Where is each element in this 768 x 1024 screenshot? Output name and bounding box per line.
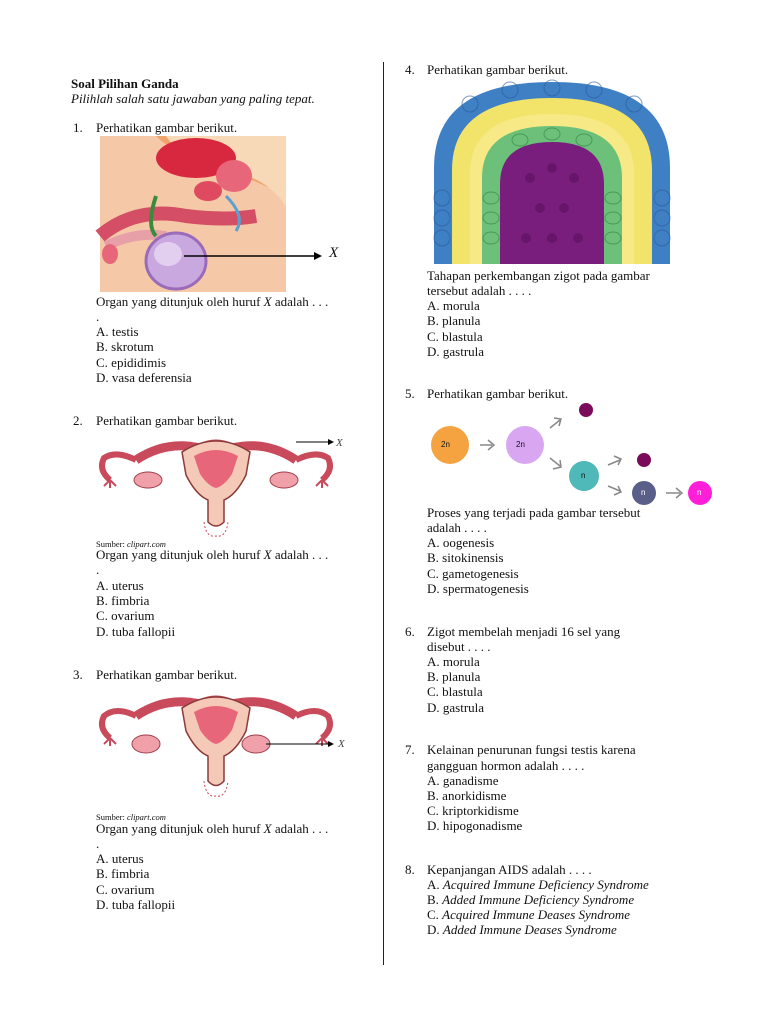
blastula-figure — [433, 79, 671, 264]
q4-option-a[interactable]: A. morula — [427, 298, 480, 313]
q2-source: Sumber: clipart.com — [96, 537, 166, 552]
q3-stem: Perhatikan gambar berikut. — [96, 667, 238, 682]
q2-source-prefix: Sumber: — [96, 539, 125, 549]
q8-option-c-text: Acquired Immune Deases Syndrome — [442, 907, 631, 922]
instruction: Pilihlah salah satu jawaban yang paling … — [71, 91, 315, 106]
q1-figure-label: X — [329, 245, 339, 261]
q6-question-line1: Zigot membelah menjadi 16 sel yang — [427, 624, 621, 639]
q7-option-d[interactable]: D. hipogonadisme — [427, 818, 523, 833]
q7-number: 7. — [405, 742, 415, 757]
cell-division-figure — [431, 403, 712, 505]
q7-option-b[interactable]: B. anorkidisme — [427, 788, 507, 803]
q5-option-c[interactable]: C. gametogenesis — [427, 566, 519, 581]
q1-followup-text-2: adalah . . . — [274, 294, 329, 309]
q3-option-c[interactable]: C. ovarium — [96, 882, 155, 897]
q5-option-d[interactable]: D. spermatogenesis — [427, 581, 529, 596]
q3-figure-label: X — [338, 738, 345, 750]
q6-option-a[interactable]: A. morula — [427, 654, 480, 669]
q8-option-d-letter: D. — [427, 922, 440, 937]
q1-followup-x: X — [263, 294, 272, 309]
female-reproductive-figure-q3 — [99, 695, 334, 797]
q1-option-b[interactable]: B. skrotum — [96, 339, 154, 354]
q8-option-b-letter: B. — [427, 892, 439, 907]
female-reproductive-figure-q2 — [99, 439, 334, 537]
q2-figure-label: X — [336, 437, 343, 449]
q4-option-d[interactable]: D. gastrula — [427, 344, 485, 359]
q5-option-a[interactable]: A. oogenesis — [427, 535, 495, 550]
q5-cell-label-3: n — [581, 471, 586, 480]
q8-question-line1: Kepanjangan AIDS adalah . . . . — [427, 862, 592, 877]
q1-option-a[interactable]: A. testis — [96, 324, 139, 339]
male-reproductive-figure — [95, 136, 322, 292]
q2-followup-text: Organ yang ditunjuk oleh huruf — [96, 547, 261, 562]
q2-number: 2. — [73, 413, 83, 428]
q2-followup-text-2: adalah . . . — [274, 547, 329, 562]
q7-option-c[interactable]: C. kriptorkidisme — [427, 803, 519, 818]
q7-question-line2: gangguan hormon adalah . . . . — [427, 758, 585, 773]
q6-option-c[interactable]: C. blastula — [427, 684, 483, 699]
q3-source-prefix: Sumber: — [96, 812, 125, 822]
q8-option-c[interactable]: C. Acquired Immune Deases Syndrome — [427, 907, 630, 922]
q5-cell-label-2: 2n — [516, 440, 525, 449]
q1-number: 1. — [73, 120, 83, 135]
q2-followup-x: X — [263, 547, 272, 562]
q4-option-c[interactable]: C. blastula — [427, 329, 483, 344]
q3-option-b[interactable]: B. fimbria — [96, 866, 150, 881]
q2-followup: Organ yang ditunjuk oleh huruf X adalah … — [96, 547, 328, 562]
q3-option-a[interactable]: A. uterus — [96, 851, 144, 866]
q6-question-line2: disebut . . . . — [427, 639, 491, 654]
column-divider — [383, 62, 384, 965]
q8-option-c-letter: C. — [427, 907, 439, 922]
q8-number: 8. — [405, 862, 415, 877]
q5-number: 5. — [405, 386, 415, 401]
q2-option-d[interactable]: D. tuba fallopii — [96, 624, 176, 639]
q5-option-b[interactable]: B. sitokinensis — [427, 550, 504, 565]
q1-followup: Organ yang ditunjuk oleh huruf X adalah … — [96, 294, 328, 309]
q4-question-line2: tersebut adalah . . . . — [427, 283, 532, 298]
q7-question-line1: Kelainan penurunan fungsi testis karena — [427, 742, 636, 757]
q2-option-b[interactable]: B. fimbria — [96, 593, 150, 608]
q8-option-d[interactable]: D. Added Immune Deases Syndrome — [427, 922, 617, 937]
q2-option-c[interactable]: C. ovarium — [96, 608, 155, 623]
q3-source: Sumber: clipart.com — [96, 810, 166, 825]
q1-followup-text: Organ yang ditunjuk oleh huruf — [96, 294, 261, 309]
q4-number: 4. — [405, 62, 415, 77]
q3-option-d[interactable]: D. tuba fallopii — [96, 897, 176, 912]
q6-option-d[interactable]: D. gastrula — [427, 700, 485, 715]
q4-question-line1: Tahapan perkembangan zigot pada gambar — [427, 268, 650, 283]
q5-cell-label-5: n — [697, 488, 702, 497]
q8-option-d-text: Added Immune Deases Syndrome — [442, 922, 617, 937]
q1-stem: Perhatikan gambar berikut. — [96, 120, 238, 135]
q4-option-b[interactable]: B. planula — [427, 313, 481, 328]
page-title: Soal Pilihan Ganda — [71, 76, 179, 91]
q1-followup-dot: . — [96, 309, 100, 324]
q8-option-a[interactable]: A. Acquired Immune Deficiency Syndrome — [427, 877, 649, 892]
q3-source-name: clipart.com — [126, 812, 166, 822]
q1-option-d[interactable]: D. vasa deferensia — [96, 370, 192, 385]
q8-option-b[interactable]: B. Added Immune Deficiency Syndrome — [427, 892, 634, 907]
q7-option-a[interactable]: A. ganadisme — [427, 773, 499, 788]
q5-question-line2: adalah . . . . — [427, 520, 487, 535]
q3-number: 3. — [73, 667, 83, 682]
q8-option-a-text: Acquired Immune Deficiency Syndrome — [442, 877, 649, 892]
q2-followup-dot: . — [96, 562, 100, 577]
q6-option-b[interactable]: B. planula — [427, 669, 481, 684]
q8-option-a-letter: A. — [427, 877, 440, 892]
q5-question-line1: Proses yang terjadi pada gambar tersebut — [427, 505, 641, 520]
q3-followup-x: X — [263, 821, 272, 836]
q3-followup-text-2: adalah . . . — [274, 821, 329, 836]
q6-number: 6. — [405, 624, 415, 639]
q2-stem: Perhatikan gambar berikut. — [96, 413, 238, 428]
q5-cell-label-4: n — [641, 488, 646, 497]
q2-option-a[interactable]: A. uterus — [96, 578, 144, 593]
q8-option-b-text: Added Immune Deficiency Syndrome — [442, 892, 635, 907]
q3-followup: Organ yang ditunjuk oleh huruf X adalah … — [96, 821, 328, 836]
q2-source-name: clipart.com — [126, 539, 166, 549]
q3-followup-text: Organ yang ditunjuk oleh huruf — [96, 821, 261, 836]
q1-option-c[interactable]: C. epididimis — [96, 355, 167, 370]
q5-stem: Perhatikan gambar berikut. — [427, 386, 569, 401]
q3-followup-dot: . — [96, 836, 100, 851]
q5-cell-label-1: 2n — [441, 440, 450, 449]
q4-stem: Perhatikan gambar berikut. — [427, 62, 569, 77]
